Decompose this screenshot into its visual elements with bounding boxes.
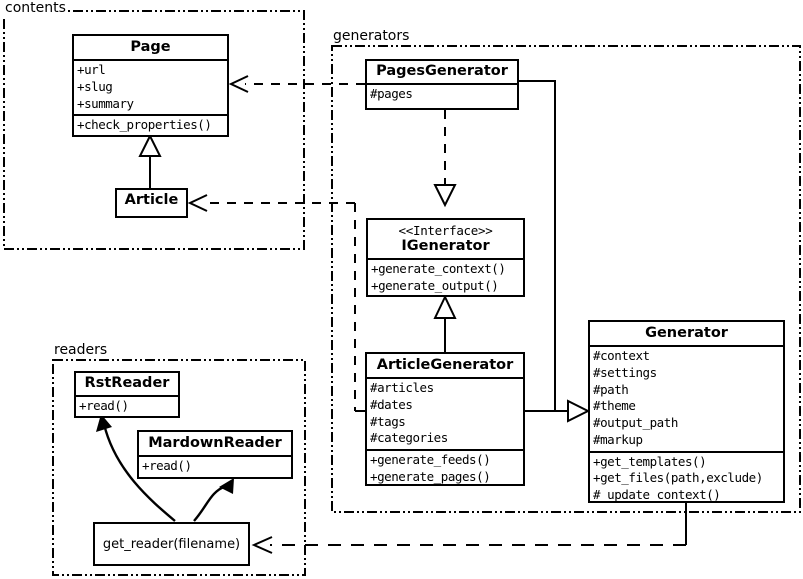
package-label-contents: contents (3, 0, 68, 16)
package-frame-readers (52, 359, 306, 576)
function-label-get-reader: get_reader(filename) (102, 536, 241, 552)
class-name-igenerator: IGenerator (401, 238, 490, 254)
class-methods-page: +check_properties() (74, 114, 227, 136)
class-methods-articlegenerator: +generate_feeds() +generate_pages() (367, 449, 523, 488)
class-box-generator[interactable]: Generator #context #settings #path #them… (588, 320, 785, 503)
function-box-get-reader[interactable]: get_reader(filename) (93, 522, 250, 566)
class-stereotype-igenerator: <<Interface>> (398, 223, 493, 238)
class-title-article: Article (124, 192, 179, 208)
attribute: #categories (370, 430, 448, 446)
relation-articlegenerator-to-generator (525, 399, 591, 423)
class-title-rstreader: RstReader (84, 375, 170, 391)
class-title-mardownreader: MardownReader (148, 435, 282, 451)
attribute: +slug (77, 78, 113, 94)
attribute: +summary (77, 95, 134, 111)
relation-article-to-page (138, 133, 162, 188)
relation-pagesgenerator-to-generator (519, 80, 568, 412)
attribute: +url (77, 62, 106, 78)
class-box-articlegenerator[interactable]: ArticleGenerator #articles #dates #tags … (365, 352, 525, 486)
class-methods-rstreader: +read() (76, 395, 178, 417)
class-attributes-generator: #context #settings #path #theme #output_… (590, 345, 783, 451)
package-frame-generators (331, 45, 801, 513)
attribute: #theme (593, 398, 636, 414)
attribute: #path (593, 381, 629, 397)
class-title-articlegenerator: ArticleGenerator (376, 357, 514, 373)
attribute: #tags (370, 413, 406, 429)
attribute: #markup (593, 431, 643, 447)
attribute: #context (593, 348, 650, 364)
class-title-generator: Generator (645, 325, 728, 341)
package-frame-contents (3, 10, 305, 250)
relation-getreader-to-rstreader (96, 414, 176, 522)
relation-getreader-to-mardownreader (193, 478, 234, 522)
class-title-page: Page (130, 39, 171, 55)
class-methods-igenerator: +generate_context() +generate_output() (368, 258, 523, 297)
class-methods-mardownreader: +read() (139, 455, 291, 477)
method: +generate_output() (371, 277, 499, 293)
method: +check_properties() (77, 117, 212, 133)
method: +get_templates() (593, 453, 707, 469)
class-attributes-pagesgenerator: #pages (367, 83, 517, 105)
class-box-article[interactable]: Article (115, 188, 188, 218)
package-label-generators: generators (331, 28, 412, 44)
class-box-igenerator[interactable]: <<Interface>> IGenerator +generate_conte… (366, 218, 525, 297)
class-title-igenerator: <<Interface>> IGenerator (368, 220, 523, 258)
class-box-mardownreader[interactable]: MardownReader +read() (137, 430, 293, 479)
attribute: #pages (370, 86, 413, 102)
package-label-readers: readers (52, 342, 110, 358)
relation-articlegenerator-to-article (187, 194, 365, 412)
relation-pagesgenerator-to-igenerator (433, 110, 457, 208)
method: +get_files(path,exclude) (593, 470, 763, 486)
method: +generate_context() (371, 261, 506, 277)
class-box-page[interactable]: Page +url +slug +summary +check_properti… (72, 34, 229, 137)
attribute: #settings (593, 364, 657, 380)
relation-articlegenerator-to-igenerator (433, 294, 457, 352)
method: +read() (79, 398, 129, 414)
class-methods-generator: +get_templates() +get_files(path,exclude… (590, 450, 783, 506)
class-title-pagesgenerator: PagesGenerator (376, 63, 508, 79)
method: +read() (142, 458, 192, 474)
method: +generate_pages() (370, 468, 491, 484)
attribute: #dates (370, 396, 413, 412)
class-attributes-page: +url +slug +summary (74, 59, 227, 114)
method: +generate_feeds() (370, 452, 491, 468)
relation-pagesgenerator-to-page (228, 75, 365, 93)
class-box-rstreader[interactable]: RstReader +read() (74, 371, 180, 418)
method: #_update_context() (593, 487, 721, 503)
class-box-pagesgenerator[interactable]: PagesGenerator #pages (365, 59, 519, 110)
class-attributes-articlegenerator: #articles #dates #tags #categories (367, 377, 523, 449)
attribute: #articles (370, 380, 434, 396)
relation-generator-to-getreader (251, 503, 687, 554)
attribute: #output_path (593, 415, 678, 431)
